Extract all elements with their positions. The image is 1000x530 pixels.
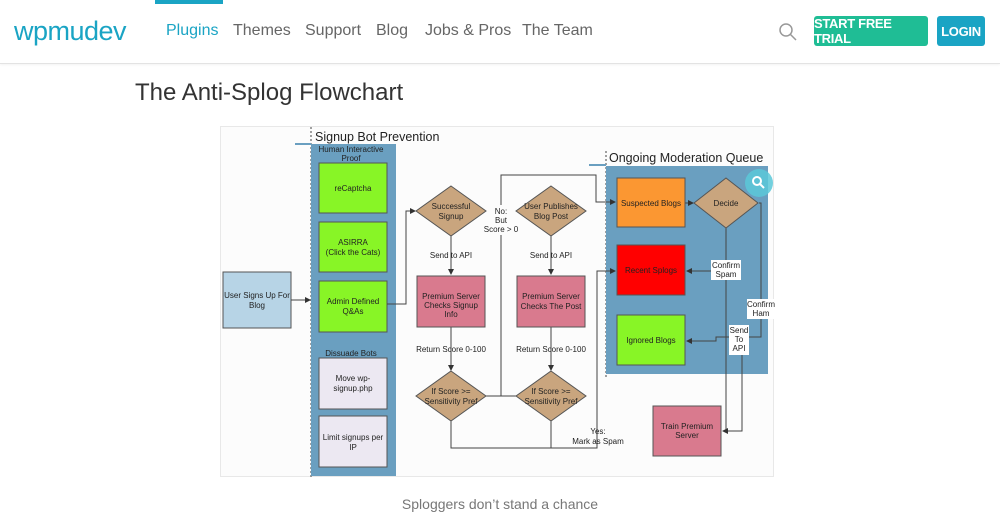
flowchart-label: Yes: [590, 427, 605, 436]
flowchart-label: Send [730, 326, 749, 335]
flowchart-label: Info [444, 310, 458, 319]
flowchart-label: Train Premium [661, 422, 713, 431]
flowchart-label: Return Score 0-100 [516, 345, 586, 354]
zoom-magnifier-icon[interactable] [745, 169, 773, 197]
flowchart-label: Move wp- [336, 374, 371, 383]
flowchart-svg: Signup Bot Prevention Ongoing Moderation… [222, 127, 775, 477]
flowchart-label: To [735, 335, 744, 344]
flowchart-label: Checks The Post [521, 302, 583, 311]
flowchart-label: Successful [432, 202, 471, 211]
flowchart-label: User Publishes [524, 202, 578, 211]
flowchart-label: Checks Signup [424, 301, 478, 310]
active-nav-indicator [155, 0, 223, 4]
flowchart-label: Dissuade Bots [325, 349, 377, 358]
flowchart-label: Send to API [530, 251, 572, 260]
flowchart-label: Limit signups per [323, 433, 384, 442]
flowchart-label: API [733, 344, 746, 353]
flowchart-label: Return Score 0-100 [416, 345, 486, 354]
start-free-trial-button[interactable]: START FREE TRIAL [814, 16, 928, 46]
flowchart-label: Recent Splogs [625, 266, 677, 275]
nav-themes[interactable]: Themes [233, 22, 291, 39]
flowchart-label: Sensitivity Pref [425, 397, 479, 406]
nav-plugins[interactable]: Plugins [166, 22, 219, 39]
flowchart-label: Server [675, 431, 699, 440]
site-header: wpmudev Plugins Themes Support Blog Jobs… [0, 0, 1000, 64]
flowchart-label: Suspected Blogs [621, 199, 681, 208]
flowchart-label: Q&As [343, 307, 364, 316]
logo[interactable]: wpmudev [14, 16, 127, 46]
flowchart-label: Score > 0 [484, 225, 519, 234]
nav-support[interactable]: Support [305, 22, 362, 39]
flowchart-label: But [495, 216, 508, 225]
flowchart-label: Spam [716, 270, 737, 279]
flowchart-label: Proof [341, 154, 361, 163]
flowchart-label: Confirm [712, 261, 740, 270]
recaptcha-box: reCaptcha [335, 184, 372, 193]
nav-blog[interactable]: Blog [376, 22, 409, 39]
flowchart-label: If Score >= [531, 387, 570, 396]
page-title: The Anti-Splog Flowchart [135, 79, 404, 106]
flowchart-label: signup.php [333, 384, 373, 393]
flowchart-label: Blog Post [534, 212, 569, 221]
flowchart-label: Premium Server [522, 292, 580, 301]
nav-jobs-pros[interactable]: Jobs & Pros [425, 22, 512, 39]
flowchart-label: ASIRRA [338, 238, 368, 247]
login-button[interactable]: LOGIN [937, 16, 985, 46]
flowchart-label: Mark as Spam [572, 437, 624, 446]
flowchart-label: No: [495, 207, 507, 216]
flowchart-label: (Click the Cats) [326, 248, 381, 257]
flowchart-label: Premium Server [422, 292, 480, 301]
flowchart-label: User Signs Up For [224, 291, 290, 300]
flowchart-label: Confirm [747, 300, 775, 309]
flowchart-label: Ham [753, 309, 770, 318]
moderation-title: Ongoing Moderation Queue [609, 151, 763, 165]
signup-title: Signup Bot Prevention [315, 130, 439, 144]
search-icon[interactable] [778, 22, 798, 42]
flowchart-label: Signup [439, 212, 464, 221]
nav-the-team[interactable]: The Team [522, 22, 593, 39]
flowchart-label: Sensitivity Pref [525, 397, 579, 406]
flowchart-image[interactable]: Signup Bot Prevention Ongoing Moderation… [220, 126, 775, 477]
flowchart-label: Admin Defined [327, 297, 379, 306]
flowchart-label: Ignored Blogs [626, 336, 675, 345]
flowchart-label: Decide [714, 199, 739, 208]
flowchart-label: Human Interactive [319, 145, 384, 154]
flowchart-label: Send to API [430, 251, 472, 260]
image-caption: Sploggers don’t stand a chance [401, 496, 599, 512]
flowchart-label: If Score >= [431, 387, 470, 396]
flowchart-label: Blog [249, 301, 265, 310]
flowchart-label: IP [349, 443, 357, 452]
